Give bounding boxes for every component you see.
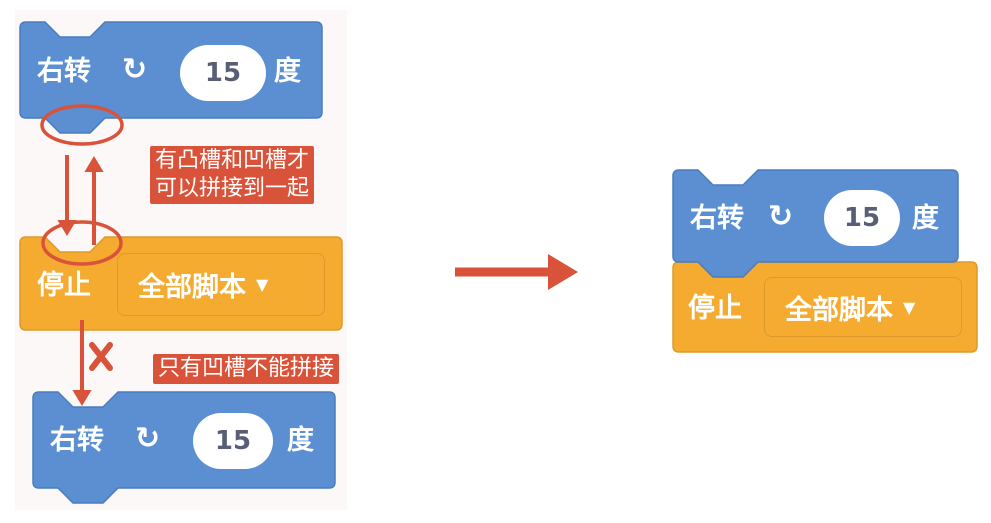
- highlight-ellipse: [41, 220, 123, 266]
- arrow-up-head: [84, 156, 104, 172]
- stop-label: 停止: [37, 270, 91, 301]
- fit-note: 有凸槽和凹槽才 可以拼接到一起: [150, 146, 315, 204]
- stop-dropdown[interactable]: 全部脚本 ▼: [764, 277, 962, 337]
- rotate-clockwise-icon: ↻: [768, 199, 794, 234]
- turn-label: 右转: [37, 56, 91, 87]
- rotate-clockwise-icon: ↻: [135, 421, 161, 456]
- arrow-down-head: [72, 390, 92, 406]
- caret-down-icon: ▼: [256, 275, 269, 294]
- degree-input[interactable]: 15: [824, 190, 900, 246]
- arrow-down-head: [57, 220, 77, 236]
- degree-input[interactable]: 15: [193, 413, 273, 469]
- rotate-clockwise-icon: ↻: [122, 52, 148, 87]
- cross-icon: [89, 342, 113, 371]
- degree-input[interactable]: 15: [180, 45, 266, 101]
- degree-unit: 度: [912, 203, 939, 234]
- turn-label: 右转: [50, 425, 104, 456]
- caret-down-icon: ▼: [903, 297, 916, 317]
- degree-unit: 度: [274, 56, 301, 87]
- highlight-ellipse: [40, 104, 124, 146]
- stop-option: 全部脚本: [785, 294, 893, 326]
- stop-label: 停止: [688, 293, 742, 324]
- degree-unit: 度: [287, 425, 314, 456]
- fit-note-line2: 可以拼接到一起: [155, 176, 310, 201]
- transition-arrow-head: [548, 254, 578, 290]
- stop-option: 全部脚本: [138, 272, 246, 303]
- nofit-note: 只有凹槽不能拼接: [153, 354, 340, 384]
- fit-note-line1: 有凸槽和凹槽才: [155, 148, 310, 173]
- stop-dropdown[interactable]: 全部脚本 ▼: [117, 253, 325, 316]
- turn-label: 右转: [690, 203, 744, 234]
